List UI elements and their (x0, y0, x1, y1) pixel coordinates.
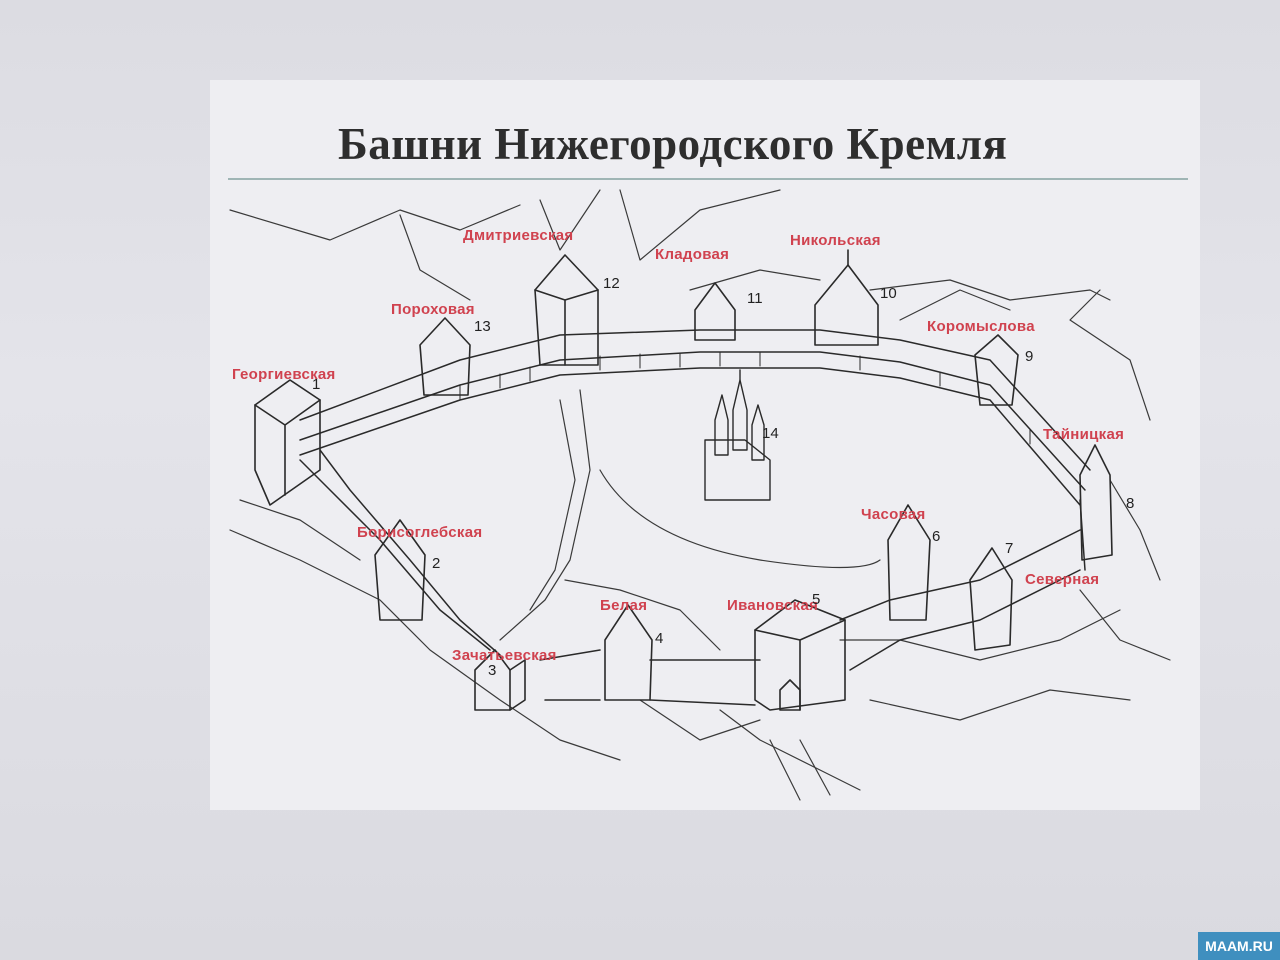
label-belaya: Белая (600, 597, 648, 614)
number-koromyslova: 9 (1025, 348, 1034, 365)
number-chasovaya: 6 (932, 528, 941, 545)
number-severnaya: 7 (1005, 540, 1014, 557)
label-dmitrievskaya: Дмитриевская (463, 227, 574, 244)
label-porokhovaya: Пороховая (391, 301, 475, 318)
number-belaya: 4 (655, 630, 664, 647)
label-severnaya: Северная (1025, 571, 1100, 588)
number-georgievskaya: 1 (312, 376, 321, 393)
number-dmitrievskaya: 12 (603, 275, 620, 292)
number-nikolskaya: 10 (880, 285, 897, 302)
tower-shapes (254, 249, 1113, 711)
label-georgievskaya: Георгиевская (232, 366, 336, 383)
label-kladovaya: Кладовая (655, 246, 730, 263)
label-koromyslova: Коромыслова (927, 318, 1035, 335)
number-zachatevskaya: 3 (488, 662, 497, 679)
number-cathedral: 14 (762, 425, 779, 442)
label-ivanovskaya: Ивановская (727, 597, 819, 614)
terrain-lines (229, 189, 1171, 801)
label-chasovaya: Часовая (861, 506, 926, 523)
label-tainitskaya: Тайницкая (1043, 426, 1125, 443)
number-porokhovaya: 13 (474, 318, 491, 335)
label-borisoglebskaya: Борисоглебская (357, 524, 483, 541)
watermark-badge[interactable]: MAAM.RU (1198, 932, 1280, 960)
title-divider (228, 178, 1188, 180)
label-zachatevskaya: Зачатьевская (452, 647, 557, 664)
cathedral-shape (704, 369, 771, 501)
number-borisoglebskaya: 2 (432, 555, 441, 572)
number-kladovaya: 11 (747, 290, 763, 307)
number-tainitskaya: 8 (1126, 495, 1135, 512)
page-title: Башни Нижегородского Кремля (338, 119, 1008, 169)
south-wall (299, 449, 1086, 706)
number-ivanovskaya: 5 (812, 591, 821, 608)
label-nikolskaya: Никольская (790, 232, 881, 249)
north-wall (299, 329, 1091, 506)
